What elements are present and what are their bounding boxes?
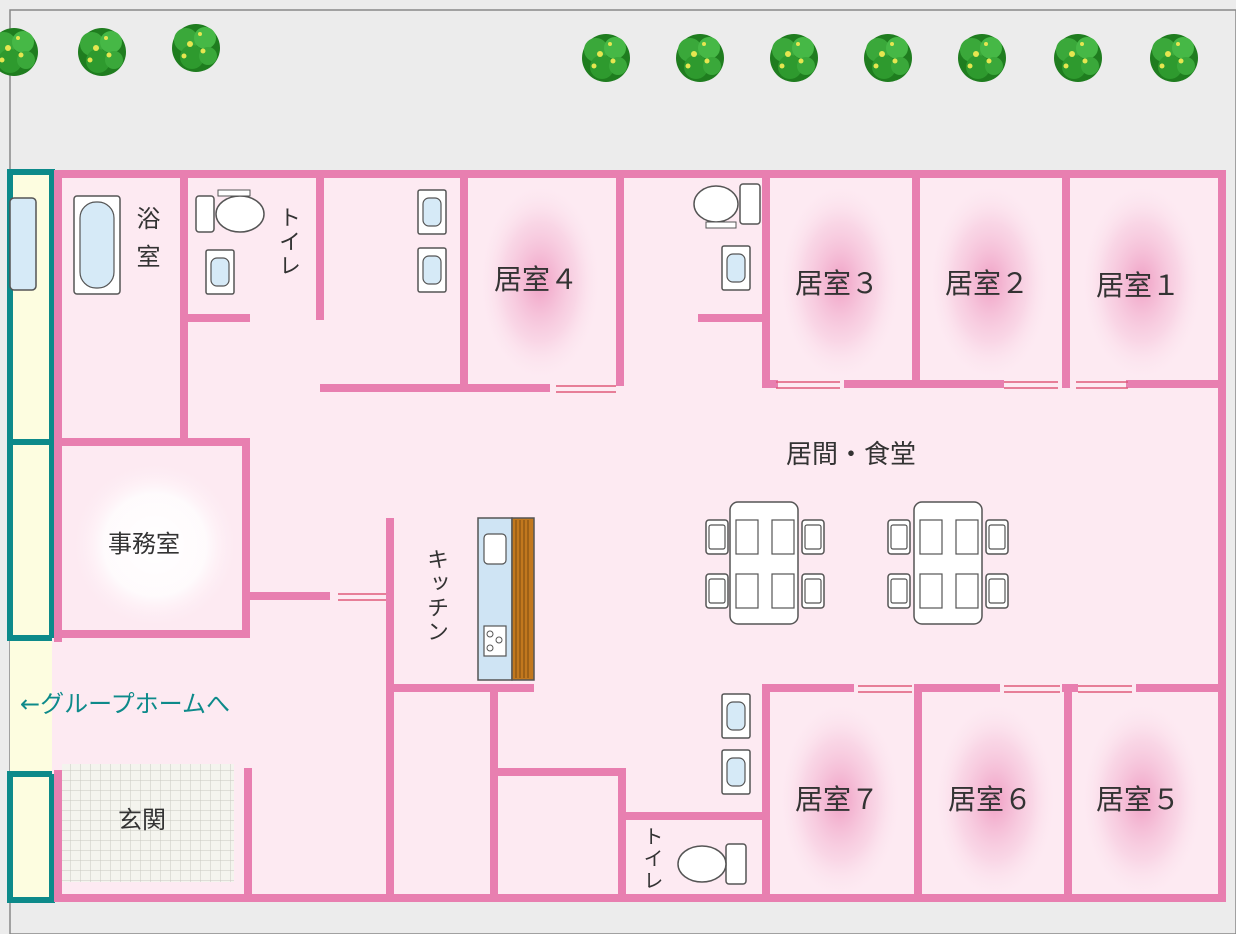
living-dining-label: 居間・食堂 bbox=[786, 440, 917, 470]
to-grouphome-label: ←グループホームへ bbox=[20, 690, 230, 718]
toilet-top-label: トイレ bbox=[275, 206, 300, 278]
chair-icon bbox=[705, 573, 729, 609]
bathtub-icon bbox=[73, 195, 121, 295]
chair-icon bbox=[705, 519, 729, 555]
washbasin-icon bbox=[205, 249, 235, 295]
room4-label: 居室４ bbox=[494, 263, 579, 296]
room6-label: 居室６ bbox=[948, 783, 1033, 816]
dining-table-icon bbox=[729, 501, 799, 625]
kitchen-label: キッチン bbox=[423, 548, 448, 644]
toilet-bottom-label: トイレ bbox=[640, 826, 664, 892]
room1-label: 居室１ bbox=[1096, 269, 1181, 302]
chair-icon bbox=[801, 573, 825, 609]
chair-icon bbox=[887, 519, 911, 555]
toilet-icon bbox=[693, 183, 761, 229]
chair-icon bbox=[801, 519, 825, 555]
kitchen-counter-icon bbox=[477, 517, 535, 681]
room7-label: 居室７ bbox=[795, 783, 880, 816]
room3-label: 居室３ bbox=[795, 267, 880, 300]
toilet-icon bbox=[195, 189, 265, 233]
stove-icon bbox=[483, 625, 507, 657]
room5-label: 居室５ bbox=[1096, 783, 1181, 816]
dining-table-icon bbox=[913, 501, 983, 625]
chair-icon bbox=[985, 519, 1009, 555]
washbasin-icon bbox=[417, 247, 447, 293]
washbasin-icon bbox=[721, 693, 751, 739]
chair-icon bbox=[887, 573, 911, 609]
chair-icon bbox=[985, 573, 1009, 609]
washbasin-icon bbox=[721, 245, 751, 291]
office-label: 事務室 bbox=[108, 530, 180, 558]
room2-label: 居室２ bbox=[945, 267, 1030, 300]
washbasin-icon bbox=[417, 189, 447, 235]
toilet-icon bbox=[677, 843, 747, 885]
bath-label: 浴室 bbox=[132, 206, 160, 282]
washbasin-icon bbox=[721, 749, 751, 795]
entrance-label: 玄関 bbox=[118, 806, 166, 834]
